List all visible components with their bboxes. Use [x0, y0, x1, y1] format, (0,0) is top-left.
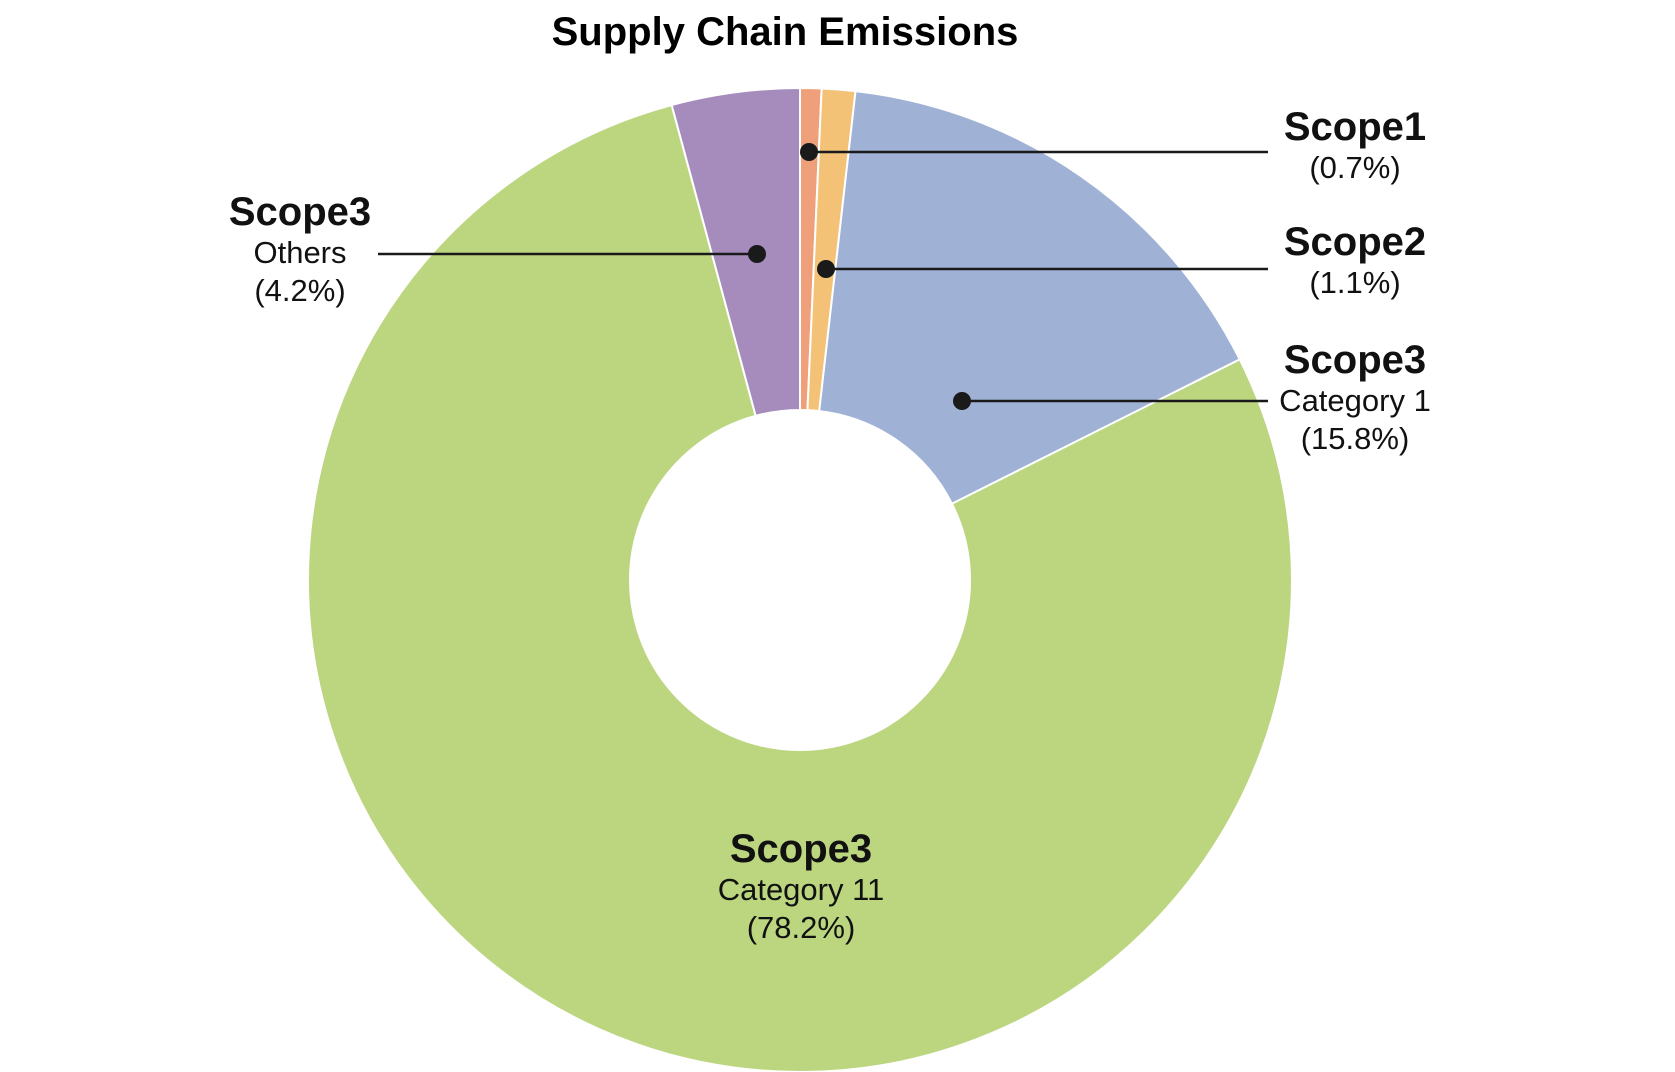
scope3-category1-category: Category 1	[1279, 383, 1431, 418]
donut-segment-scope3-category11	[307, 104, 1293, 1072]
scope2-percent: (1.1%)	[1309, 265, 1401, 300]
scope3-category11-percent: (78.2%)	[746, 910, 856, 945]
scope3-category11-category: Category 11	[717, 872, 885, 907]
scope3-others-name: Scope3	[228, 190, 372, 234]
label-scope3-category11: Scope3 Category 11 (78.2%)	[718, 827, 885, 947]
scope1-name: Scope1	[1283, 105, 1427, 149]
donut-segment-scope3-others	[670, 87, 801, 417]
scope3-others-percent: (4.2%)	[254, 273, 346, 308]
leader-dot-scope1	[800, 143, 818, 161]
label-scope1: Scope1 (0.7%)	[1284, 105, 1426, 187]
leader-dot-scope3-category1	[953, 392, 971, 410]
label-scope3-category1: Scope3 Category 1 (15.8%)	[1279, 338, 1431, 458]
label-scope2: Scope2 (1.1%)	[1284, 220, 1426, 302]
scope2-name: Scope2	[1283, 220, 1427, 264]
leader-dot-scope3-others	[748, 245, 766, 263]
scope3-others-category: Others	[253, 235, 347, 270]
chart-title: Supply Chain Emissions	[551, 10, 1019, 54]
leader-dot-scope2	[817, 260, 835, 278]
scope3-category11-name: Scope3	[729, 827, 873, 871]
scope3-category1-percent: (15.8%)	[1300, 421, 1410, 456]
label-scope3-others: Scope3 Others (4.2%)	[229, 190, 371, 310]
scope1-percent: (0.7%)	[1309, 150, 1401, 185]
scope3-category1-name: Scope3	[1283, 338, 1427, 382]
